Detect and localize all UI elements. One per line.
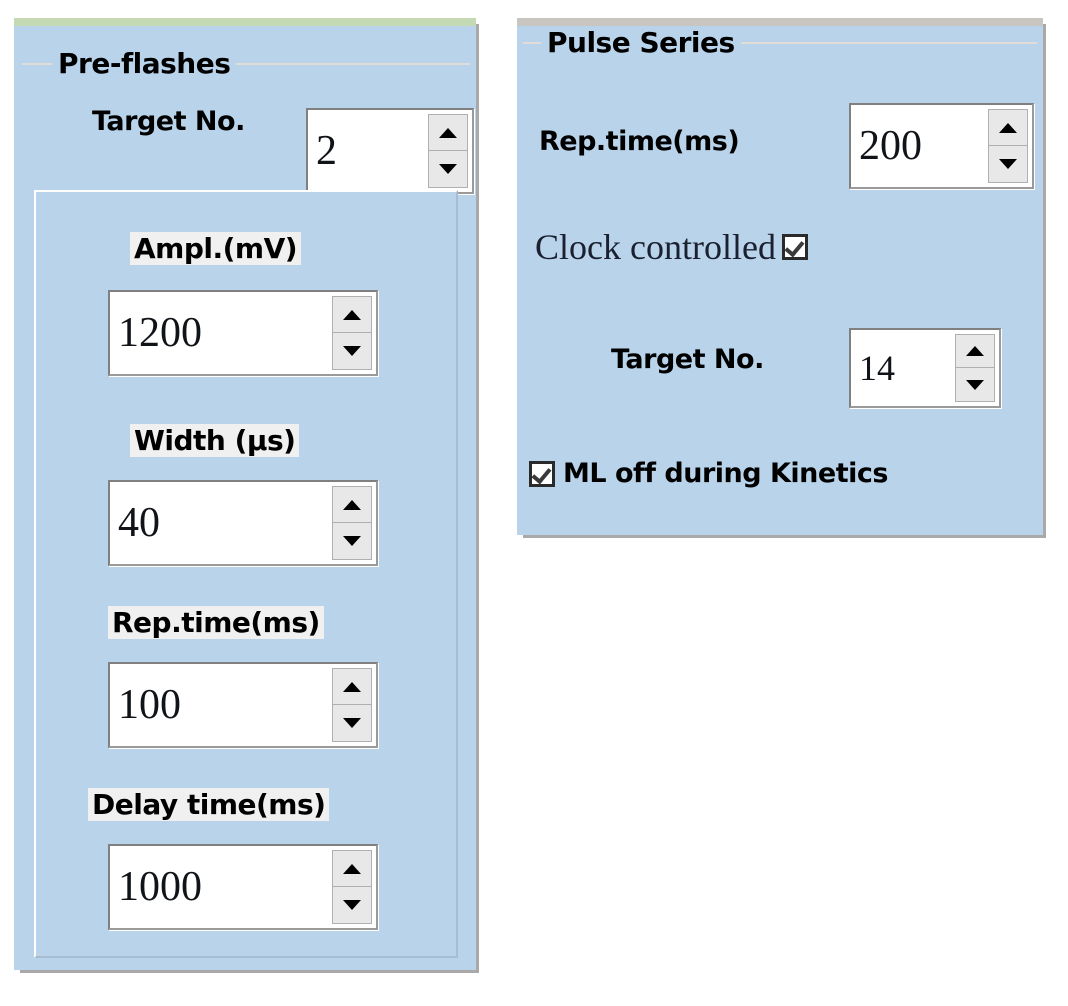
pulse-target-no-label: Target No. [611, 344, 764, 375]
chevron-up-icon [343, 499, 361, 510]
panel-shadow-bottom [523, 535, 1046, 538]
chevron-down-icon [343, 718, 361, 728]
clock-controlled-checkbox[interactable] [781, 234, 808, 260]
ml-off-label: ML off during Kinetics [563, 458, 888, 489]
delaytime-label: Delay time(ms) [88, 788, 330, 821]
chevron-up-icon [343, 863, 361, 874]
delaytime-spin-buttons [332, 850, 372, 924]
pulse-target-no-spin-buttons [955, 334, 995, 402]
reptime-increment-button[interactable] [332, 668, 372, 705]
ampl-value[interactable]: 1200 [118, 310, 202, 356]
pulse-target-no-row: Target No. [611, 344, 764, 375]
pre-flashes-panel: Pre-flashes Target No. 2 Ampl.(mV) 1200 [14, 18, 479, 973]
pulse-reptime-decrement-button[interactable] [988, 146, 1028, 183]
pulse-series-groupbox: Pulse Series [523, 28, 1037, 522]
pulse-reptime-row: Rep.time(ms) [539, 126, 740, 157]
preflash-target-no-row: Target No. [92, 106, 245, 137]
ampl-spinbox[interactable]: 1200 [108, 290, 378, 376]
preflash-target-no-spin-buttons [428, 114, 468, 188]
ampl-spin-buttons [332, 296, 372, 370]
pulse-reptime-spinbox[interactable]: 200 [849, 103, 1034, 189]
ampl-label: Ampl.(mV) [130, 232, 302, 265]
width-value[interactable]: 40 [118, 500, 160, 546]
pulse-target-no-spinbox[interactable]: 14 [849, 328, 1001, 408]
pulse-target-no-decrement-button[interactable] [955, 368, 995, 402]
width-label-wrap: Width (µs) [130, 424, 300, 458]
pulse-target-no-increment-button[interactable] [955, 334, 995, 368]
preflash-target-no-value[interactable]: 2 [316, 128, 337, 174]
delaytime-decrement-button[interactable] [332, 887, 372, 924]
panel-top-strip [517, 18, 1043, 26]
preflash-target-no-label: Target No. [92, 106, 245, 137]
chevron-down-icon [999, 159, 1017, 169]
delaytime-value[interactable]: 1000 [118, 864, 202, 910]
preflash-target-no-spinbox[interactable]: 2 [306, 108, 474, 194]
reptime-spin-buttons [332, 668, 372, 742]
panel-shadow-right [1043, 24, 1046, 538]
chevron-down-icon [343, 346, 361, 356]
chevron-up-icon [966, 346, 984, 356]
ml-off-row[interactable]: ML off during Kinetics [529, 458, 888, 489]
delaytime-increment-button[interactable] [332, 850, 372, 887]
pulse-reptime-increment-button[interactable] [988, 109, 1028, 146]
reptime-spinbox[interactable]: 100 [108, 662, 378, 748]
width-increment-button[interactable] [332, 486, 372, 523]
reptime-label: Rep.time(ms) [108, 606, 324, 639]
chevron-down-icon [343, 900, 361, 910]
pulse-reptime-label: Rep.time(ms) [539, 126, 740, 157]
delaytime-spinbox[interactable]: 1000 [108, 844, 378, 930]
chevron-down-icon [966, 379, 984, 390]
width-label: Width (µs) [130, 424, 300, 457]
chevron-up-icon [439, 127, 457, 138]
pulse-target-no-value[interactable]: 14 [859, 348, 895, 388]
chevron-down-icon [343, 536, 361, 546]
pre-flashes-parameters-container: Ampl.(mV) 1200 Width (µs) 40 [34, 190, 458, 958]
reptime-label-wrap: Rep.time(ms) [108, 606, 324, 640]
width-spin-buttons [332, 486, 372, 560]
chevron-up-icon [343, 681, 361, 692]
width-decrement-button[interactable] [332, 523, 372, 560]
chevron-up-icon [999, 122, 1017, 133]
reptime-decrement-button[interactable] [332, 705, 372, 742]
ampl-increment-button[interactable] [332, 296, 372, 333]
preflash-target-no-increment-button[interactable] [428, 114, 468, 151]
clock-controlled-row[interactable]: Clock controlled [535, 226, 808, 268]
preflash-target-no-decrement-button[interactable] [428, 151, 468, 188]
chevron-down-icon [439, 164, 457, 174]
clock-controlled-label: Clock controlled [535, 227, 776, 267]
pulse-series-panel: Pulse Series Rep.time(ms) 200 Clock cont… [517, 18, 1046, 538]
pulse-reptime-value[interactable]: 200 [859, 123, 922, 169]
ampl-label-wrap: Ampl.(mV) [130, 232, 302, 266]
pulse-series-group-title: Pulse Series [541, 28, 741, 58]
panel-shadow-bottom [20, 970, 479, 973]
pre-flashes-groupbox: Pre-flashes [22, 49, 470, 188]
ml-off-checkbox[interactable] [529, 460, 555, 487]
chevron-up-icon [343, 309, 361, 320]
panel-shadow-right [476, 24, 479, 973]
pre-flashes-group-title: Pre-flashes [52, 49, 237, 79]
ampl-decrement-button[interactable] [332, 333, 372, 370]
panel-top-strip [14, 18, 476, 26]
width-spinbox[interactable]: 40 [108, 480, 378, 566]
pulse-reptime-spin-buttons [988, 109, 1028, 183]
delaytime-label-wrap: Delay time(ms) [88, 788, 330, 822]
reptime-value[interactable]: 100 [118, 682, 181, 728]
